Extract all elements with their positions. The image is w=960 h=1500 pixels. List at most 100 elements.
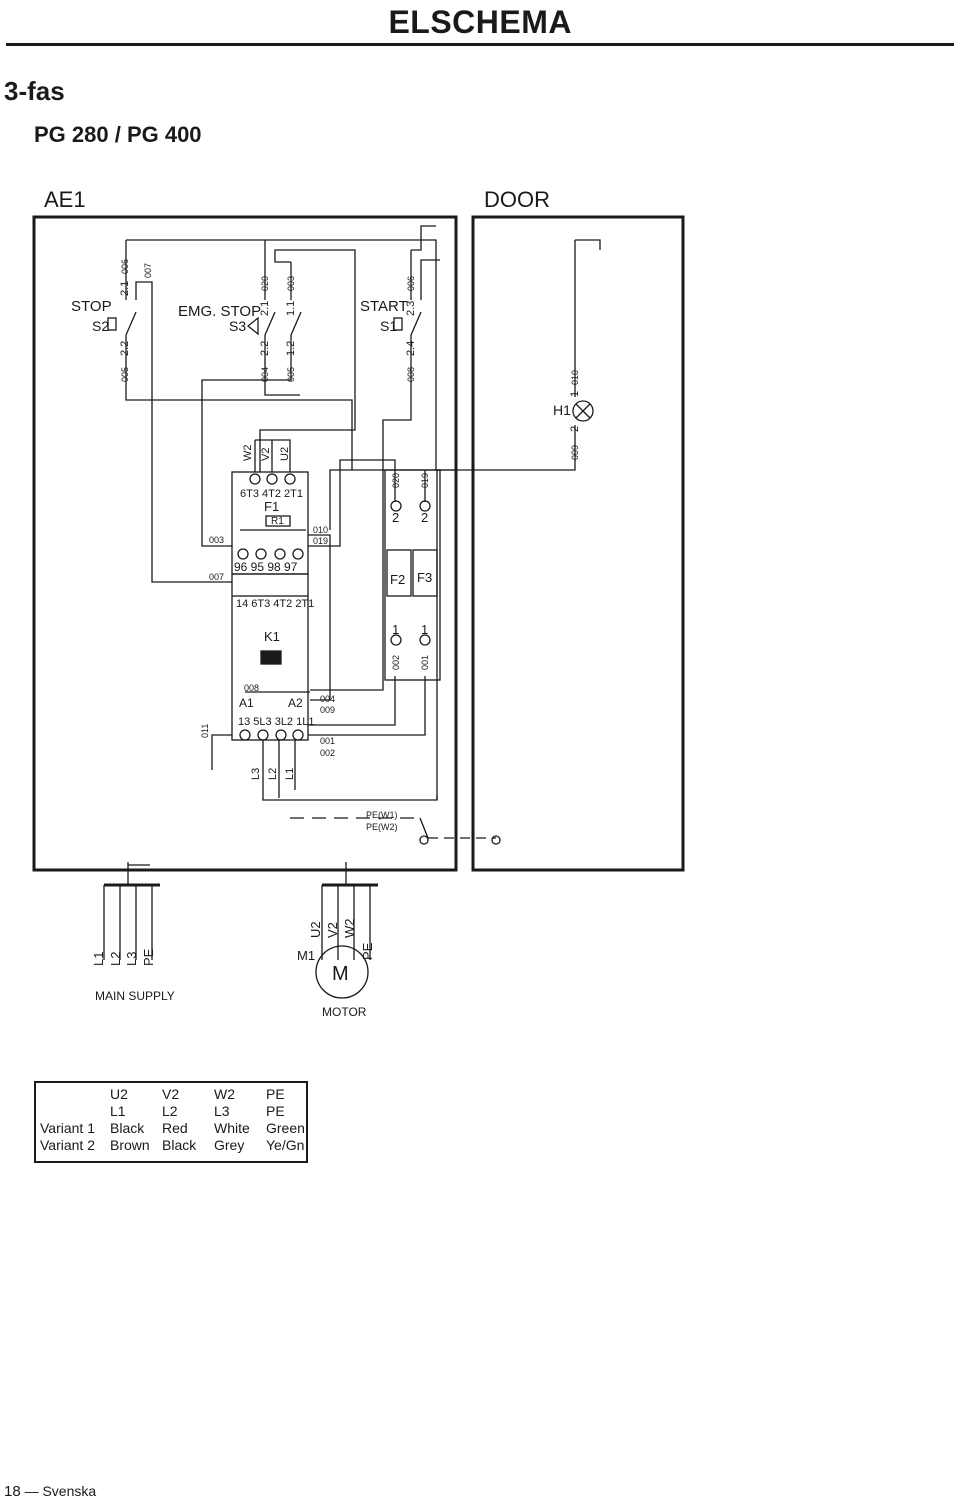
motor-m1-symbol (315, 945, 369, 999)
main-supply-term-pe: PE (141, 948, 156, 966)
stop-pin-2-1: 2.1 (119, 281, 131, 296)
f1-aux-terminals (237, 548, 304, 560)
motor-symbol-letter: M (332, 963, 349, 985)
motor-ref: M1 (297, 948, 315, 963)
lamp-pin-1: 1 (569, 391, 581, 397)
k1-coil-wire-008: 008 (244, 683, 259, 693)
k1-coil-a1: A1 (239, 696, 254, 710)
motor-term-u2: U2 (279, 447, 291, 461)
main-supply-label: MAIN SUPPLY (95, 989, 175, 1003)
legend-cell: Black (162, 1137, 197, 1153)
legend-cell: PE (266, 1086, 285, 1102)
legend-cell: PE (266, 1103, 285, 1119)
motor-term-v2-bottom: V2 (325, 922, 340, 938)
f1-reset-button-box (265, 515, 291, 527)
door-enclosure (471, 215, 685, 872)
model-title: PG 280 / PG 400 (34, 122, 202, 147)
k1-bottom-terminals (239, 729, 304, 741)
emg-wire-004: 004 (260, 367, 270, 382)
legend-cell: L1 (110, 1103, 126, 1119)
stop-label: STOP (71, 298, 112, 315)
legend-cell: Green (266, 1120, 305, 1136)
motor-term-u2-bottom: U2 (308, 921, 323, 938)
stop-wire-007: 007 (143, 263, 153, 278)
supply-term-l3: L3 (250, 768, 262, 780)
legend-row: L1 L2 L3 PE (40, 1103, 305, 1120)
k1-bottom-wire-001: 001 (320, 736, 335, 746)
k1-coil-a2: A2 (288, 696, 303, 710)
legend-cell: U2 (110, 1086, 128, 1102)
f2-wire-002: 002 (391, 655, 401, 670)
f1-out-wire-019: 019 (313, 536, 328, 546)
legend-cell: Red (162, 1120, 188, 1136)
f1-reset-button: R1 (271, 516, 284, 527)
ae1-label: AE1 (44, 187, 86, 212)
legend-cell: V2 (162, 1086, 180, 1102)
legend-row-label: Variant 2 (40, 1137, 95, 1153)
motor-term-w2: W2 (242, 445, 254, 462)
emg-stop-ref: S3 (229, 318, 246, 334)
start-s1-actuator (393, 317, 403, 331)
f1-name: F1 (264, 499, 279, 514)
k1-bottom-wire-002: 002 (320, 748, 335, 758)
start-pin-2-4: 2.4 (405, 341, 417, 356)
f2-name: F2 (390, 572, 405, 587)
emg-pin-2-2: 2.2 (259, 341, 271, 356)
f2-wire-020: 020 (391, 473, 401, 488)
f1-aux-labels: 96 95 98 97 (234, 560, 298, 574)
fuse-block-f2-f3 (384, 469, 441, 681)
f1-top-terminal-labels: 6T3 4T2 2T1 (240, 488, 303, 500)
page-number: 18 (4, 1483, 21, 1500)
door-label: DOOR (484, 187, 550, 212)
motor-term-v2: V2 (260, 448, 272, 461)
header-rule (6, 43, 954, 46)
fuse-f2-body (386, 549, 412, 597)
stop-wire-005: 005 (120, 367, 130, 382)
k1-top-terminal-labels: 14 6T3 4T2 2T1 (236, 598, 314, 610)
emg-stop-label: EMG. STOP (178, 303, 261, 320)
motor-term-w2-bottom: W2 (342, 919, 357, 939)
supply-term-l1: L1 (284, 768, 296, 780)
start-wire-008: 008 (406, 367, 416, 382)
f3-top-pin: 2 (421, 510, 428, 525)
k1-bottom-terminal-labels: 13 5L3 3L2 1L1 (238, 716, 314, 728)
main-supply-term-l3: L3 (124, 952, 139, 966)
ae1-enclosure (32, 215, 458, 872)
f3-wire-001: 001 (420, 655, 430, 670)
earth-pe-w1: PE(W1) (366, 810, 398, 820)
legend-cell: L3 (214, 1103, 230, 1119)
lamp-pin-2: 2 (569, 426, 581, 432)
f2-top-pin: 2 (392, 510, 399, 525)
color-legend-table: U2 V2 W2 PE L1 L2 L3 PE Variant 1 Black … (34, 1081, 308, 1163)
legend-row-label: Variant 1 (40, 1120, 95, 1136)
legend-cell: Ye/Gn (266, 1137, 305, 1153)
section-title: 3-fas (4, 76, 65, 106)
emg-pin-1-1: 1.1 (285, 301, 297, 316)
legend-cell: White (214, 1120, 250, 1136)
emg-wire-003: 003 (286, 276, 296, 291)
k1-contactor-box (231, 595, 309, 741)
earth-pe-w2: PE(W2) (366, 822, 398, 832)
legend-row: U2 V2 W2 PE (40, 1086, 305, 1103)
supply-term-l2: L2 (267, 768, 279, 780)
f3-wire-019: 019 (420, 473, 430, 488)
fuse-terminals (390, 500, 431, 646)
stop-pin-2-2: 2.2 (119, 341, 131, 356)
start-wire-006: 006 (406, 276, 416, 291)
stop-s2-actuator (107, 317, 117, 331)
emg-wire-005: 005 (286, 367, 296, 382)
legend-row: Variant 1 Black Red White Green (40, 1120, 305, 1137)
page-footer: 18 — Svenska (4, 1483, 96, 1500)
legend-cell: Grey (214, 1137, 245, 1153)
f1-out-wire-010: 010 (313, 525, 328, 535)
page-header-title: ELSCHEMA (388, 4, 572, 40)
legend-row-label (40, 1103, 110, 1120)
legend-cell: L2 (162, 1103, 178, 1119)
coil-wire-004: 004 (320, 694, 335, 704)
start-ref: S1 (380, 318, 397, 334)
lamp-ref: H1 (553, 402, 571, 418)
lamp-h1-symbol (572, 400, 594, 422)
motor-label: MOTOR (322, 1005, 367, 1019)
lamp-wire-010: 010 (570, 370, 580, 385)
footer-language: Svenska (42, 1483, 97, 1499)
